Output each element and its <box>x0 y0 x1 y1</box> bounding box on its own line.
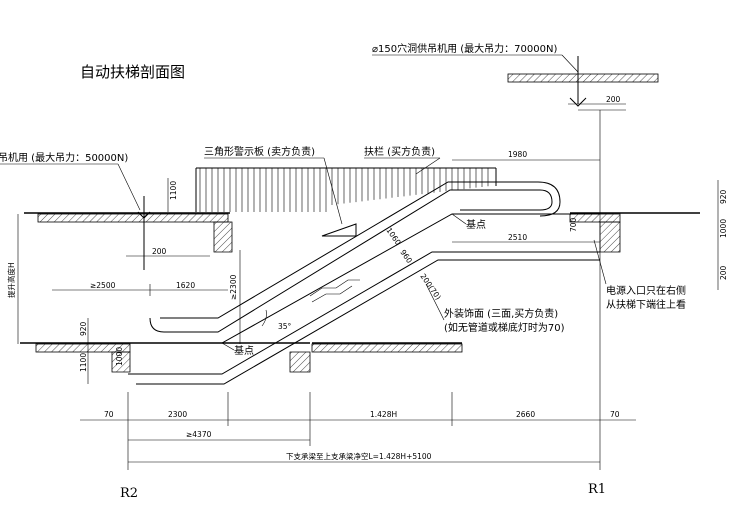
dim-700: 700 <box>569 217 578 232</box>
dim-200-70: 200(70) <box>418 272 442 302</box>
dim-200-top: 200 <box>606 95 621 104</box>
angle-label: 35° <box>278 322 292 331</box>
dim-2510: 2510 <box>508 233 527 242</box>
dim-70-left: 70 <box>104 410 114 419</box>
dim-920-left: 920 <box>79 321 88 336</box>
upper-floor-slab <box>24 212 700 253</box>
top-hoist-note: ⌀150穴洞供吊机用 (最大吊力：70000N) <box>372 42 557 55</box>
dim-960: 960 <box>398 248 414 265</box>
dim-1000: 1000 <box>719 219 728 238</box>
axis-r1: R1 <box>588 482 606 497</box>
cladding-note-2: (如无管道或梯底灯时为70) <box>444 321 565 334</box>
power-note-1: 电源入口只在右侧 <box>606 284 686 297</box>
dim-1620: 1620 <box>176 281 195 290</box>
dim-70-right: 70 <box>610 410 620 419</box>
drawing-title: 自动扶梯剖面图 <box>80 63 185 81</box>
top-hoist-beam <box>507 56 659 107</box>
warning-board-note: 三角形警示板 (卖方负责) <box>204 145 315 158</box>
dim-920: 920 <box>719 189 728 204</box>
cladding-note-1: 外装饰面 (三面,买方负责) <box>444 307 558 320</box>
datum-bottom: 基点 <box>234 344 254 357</box>
dim-total: 下支承梁至上支承梁净空L=1.428H+5100 <box>286 451 432 461</box>
dim-1428h: 1.428H <box>370 410 397 419</box>
warning-board-triangle <box>321 223 357 237</box>
balustrade <box>195 167 497 212</box>
dim-2300-v: ≥2300 <box>229 274 238 300</box>
dim-1060: 1060 <box>384 226 402 247</box>
dim-200-right: 200 <box>719 265 728 280</box>
handrail-note: 扶栏 (买方负责) <box>364 145 435 158</box>
dim-2660: 2660 <box>516 410 535 419</box>
escalator-truss <box>128 181 600 385</box>
dim-1980: 1980 <box>508 150 527 159</box>
dim-200-left: 200 <box>152 247 167 256</box>
dim-4370: ≥4370 <box>186 430 212 439</box>
bottom-dimensions <box>80 392 636 470</box>
left-hoist-note: 吊机用 (最大吊力：50000N) <box>0 151 128 164</box>
dim-2300: 2300 <box>168 410 187 419</box>
dim-2500: ≥2500 <box>90 281 116 290</box>
axis-r2: R2 <box>120 486 138 501</box>
datum-top: 基点 <box>466 218 486 231</box>
power-note-2: 从扶梯下端往上看 <box>606 298 686 311</box>
dim-1100-top: 1100 <box>169 181 178 200</box>
dim-1100-left: 1100 <box>79 353 88 372</box>
lower-floor-slab <box>20 342 463 373</box>
dim-1000-pit: 1000 <box>115 347 124 366</box>
lift-height: 提升高度H <box>6 262 16 298</box>
